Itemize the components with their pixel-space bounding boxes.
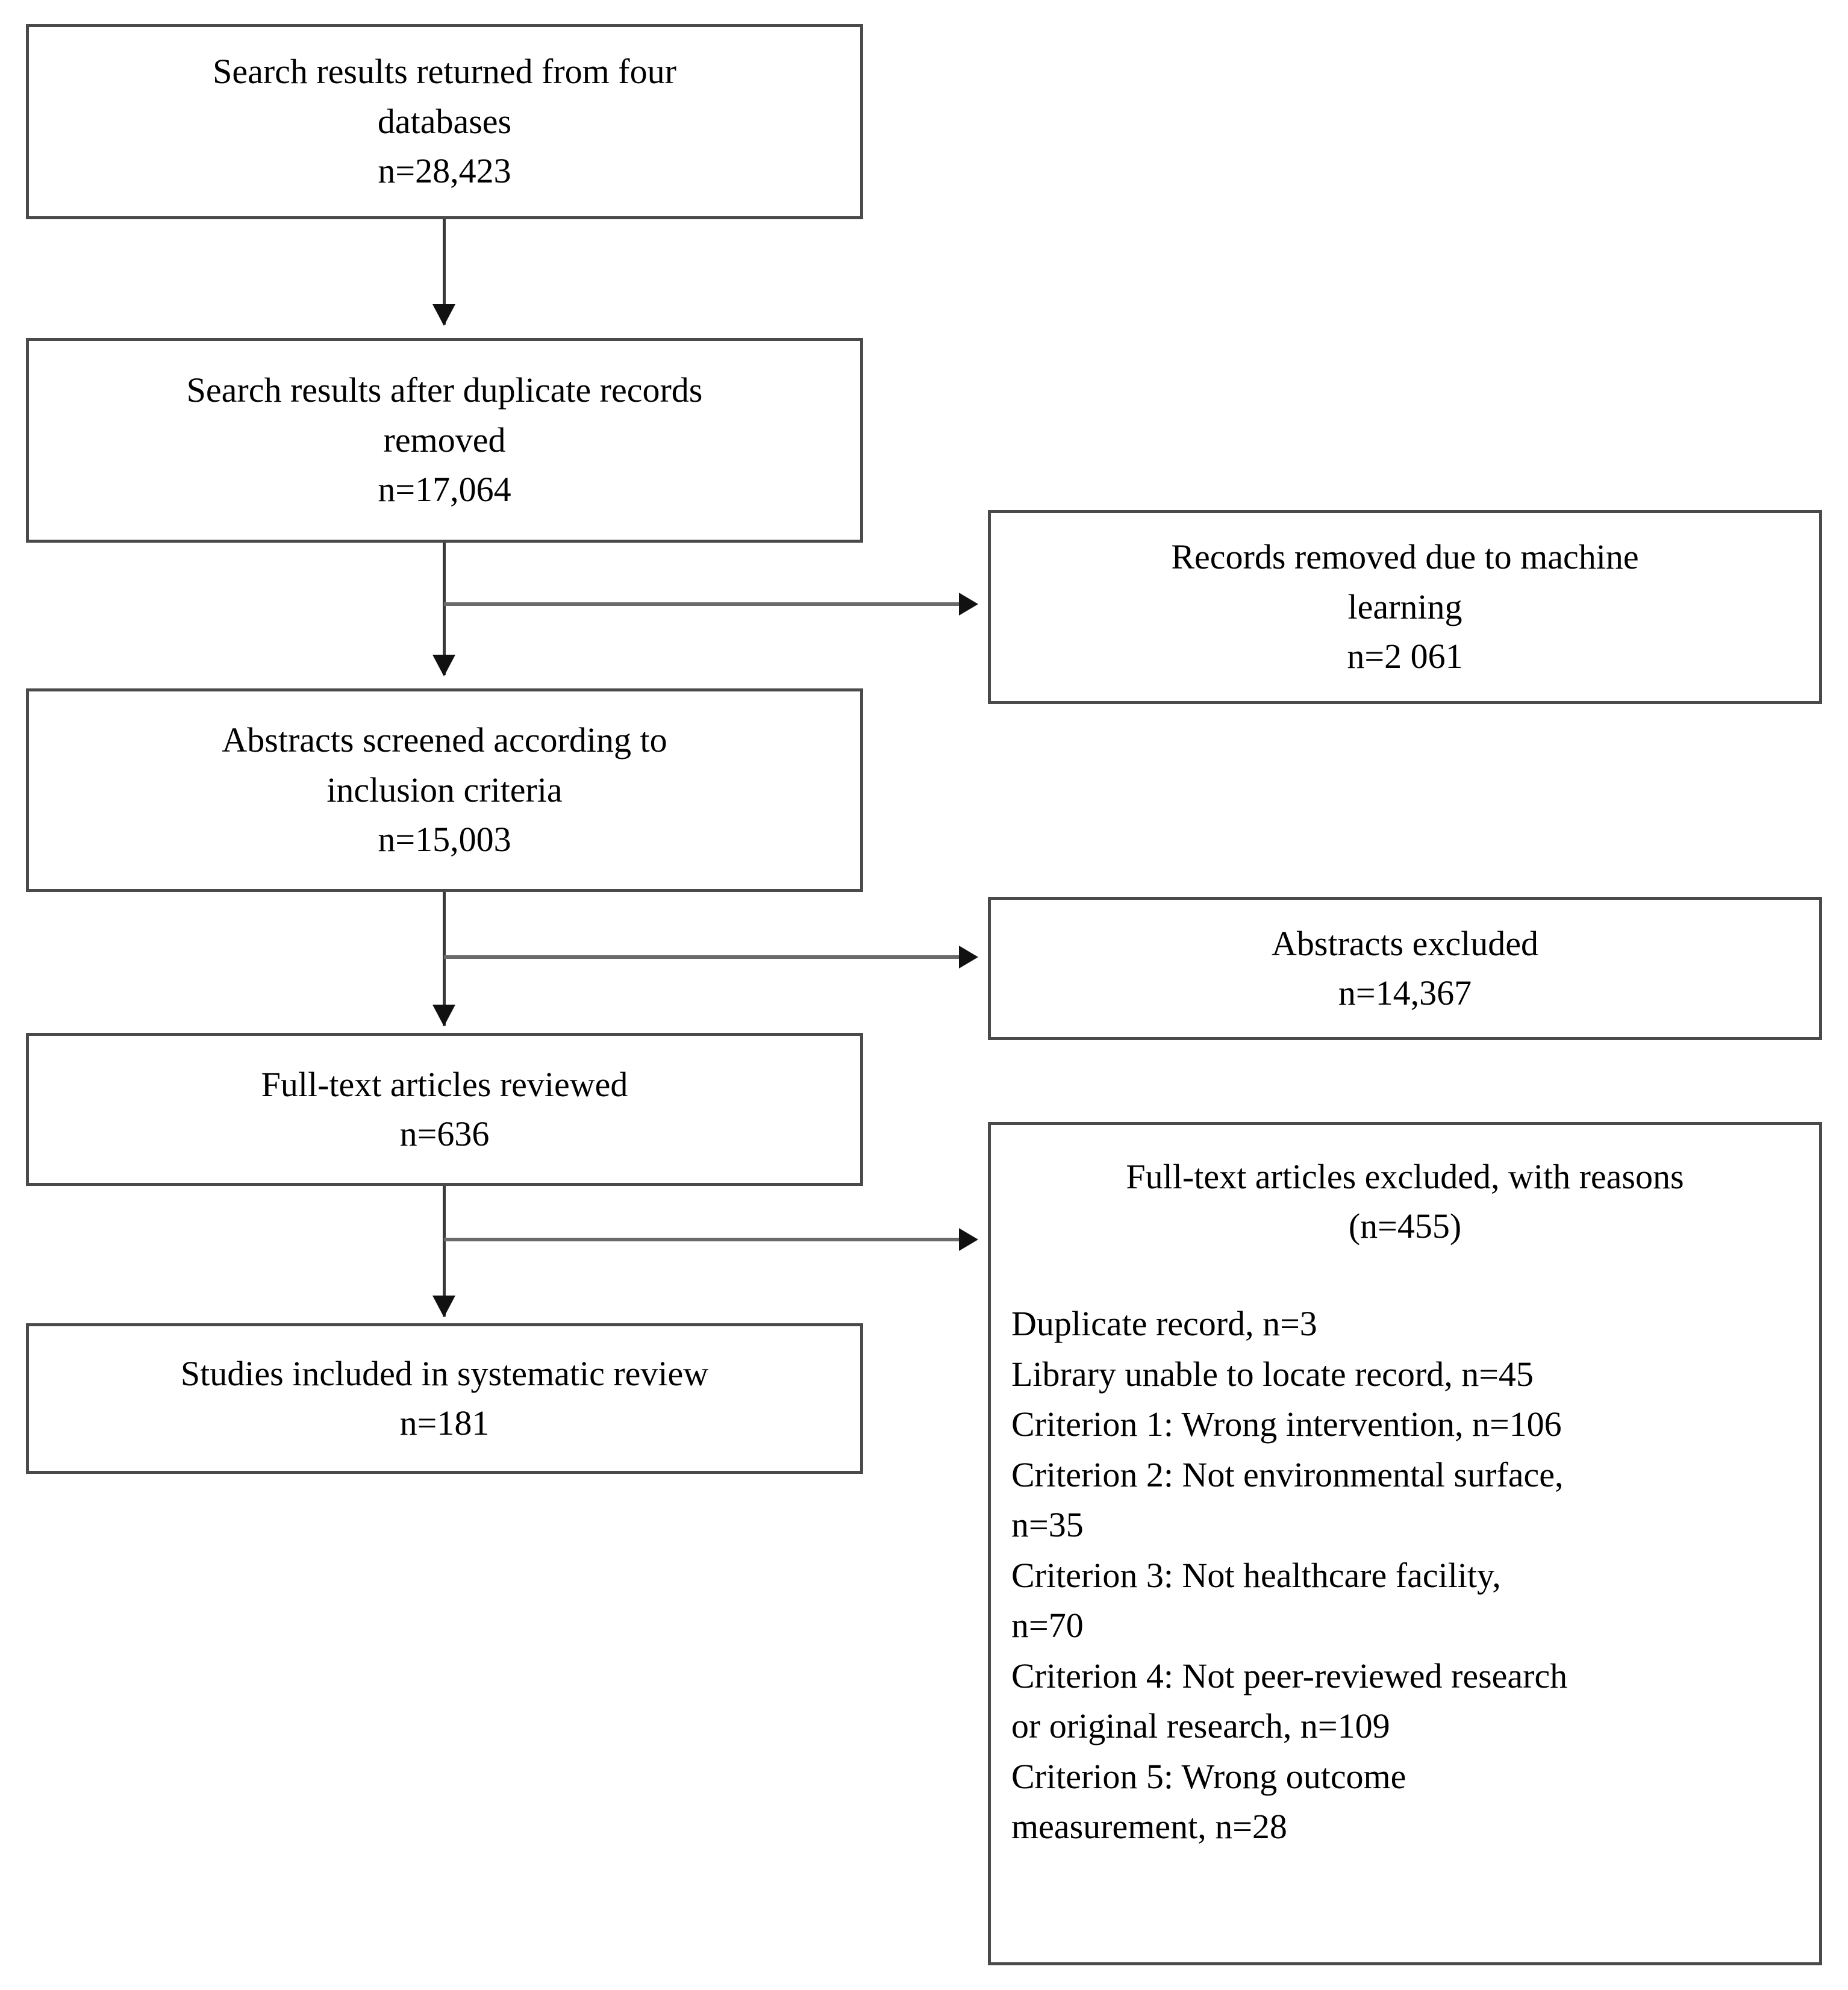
search-results-line-1: Search results returned from four: [213, 52, 676, 92]
reason-item: Criterion 3: Not healthcare facility,: [1011, 1555, 1501, 1595]
fulltext-excluded-header-line-1: Full-text articles excluded, with reason…: [1126, 1157, 1684, 1196]
reason-item: Library unable to locate record, n=45: [1011, 1354, 1534, 1394]
node-abstracts-excluded: Abstracts excluded n=14,367: [988, 897, 1822, 1040]
node-fulltext-excluded: Full-text articles excluded, with reason…: [988, 1122, 1822, 1965]
reason-item: Duplicate record, n=3: [1011, 1304, 1317, 1343]
after-duplicates-line-2: removed: [383, 420, 506, 460]
reason-item: n=35: [1011, 1505, 1084, 1545]
connector-screened-to-abstracts-excluded: [444, 955, 959, 959]
reason-item: Criterion 4: Not peer-reviewed research: [1011, 1656, 1568, 1695]
arrowhead-screened-to-abstracts-excluded: [959, 946, 978, 968]
node-abstracts-screened: Abstracts screened according to inclusio…: [26, 688, 863, 892]
abstracts-screened-line-1: Abstracts screened according to: [222, 720, 667, 760]
after-duplicates-count: n=17,064: [378, 470, 511, 510]
after-duplicates-line-1: Search results after duplicate records: [186, 370, 703, 410]
search-results-count: n=28,423: [378, 151, 511, 191]
node-after-duplicates: Search results after duplicate records r…: [26, 338, 863, 543]
ml-removed-line-2: learning: [1347, 587, 1462, 626]
fulltext-excluded-header-line-2: (n=455): [1348, 1206, 1462, 1246]
arrowhead-screened-to-fulltext: [432, 1005, 455, 1026]
abstracts-excluded-count: n=14,367: [1338, 973, 1472, 1012]
fulltext-reviewed-count: n=636: [399, 1114, 490, 1153]
reason-item: measurement, n=28: [1011, 1807, 1287, 1847]
ml-removed-count: n=2 061: [1347, 637, 1463, 676]
reason-item: Criterion 5: Wrong outcome: [1011, 1756, 1406, 1796]
studies-included-label: Studies included in systematic review: [180, 1353, 709, 1393]
connector-dedup-to-ml-removed: [444, 602, 959, 606]
reason-item: or original research, n=109: [1011, 1706, 1390, 1746]
search-results-line-2: databases: [377, 101, 512, 141]
connector-fulltext-to-excluded: [444, 1238, 959, 1241]
ml-removed-line-1: Records removed due to machine: [1171, 537, 1639, 577]
connector-dedup-to-screened: [443, 543, 446, 675]
arrowhead-dedup-to-ml-removed: [959, 593, 978, 616]
connector-search-to-dedup: [443, 219, 446, 325]
studies-included-count: n=181: [399, 1403, 490, 1443]
arrowhead-search-to-dedup: [432, 304, 455, 326]
connector-fulltext-to-included: [443, 1186, 446, 1317]
abstracts-screened-count: n=15,003: [378, 820, 511, 859]
fulltext-excluded-reason-list: Duplicate record, n=3 Library unable to …: [1011, 1299, 1807, 1852]
node-fulltext-reviewed: Full-text articles reviewed n=636: [26, 1033, 863, 1186]
reason-item: n=70: [1011, 1606, 1084, 1645]
connector-screened-to-fulltext: [443, 892, 446, 1026]
abstracts-screened-line-2: inclusion criteria: [326, 770, 563, 809]
fulltext-reviewed-label: Full-text articles reviewed: [261, 1064, 628, 1104]
node-studies-included: Studies included in systematic review n=…: [26, 1323, 863, 1474]
node-machine-learning-removed: Records removed due to machine learning …: [988, 510, 1822, 704]
reason-item: Criterion 2: Not environmental surface,: [1011, 1455, 1564, 1494]
reason-item: Criterion 1: Wrong intervention, n=106: [1011, 1405, 1562, 1444]
arrowhead-fulltext-to-excluded: [959, 1228, 978, 1251]
arrowhead-dedup-to-screened: [432, 655, 455, 676]
node-search-results: Search results returned from four databa…: [26, 24, 863, 219]
arrowhead-fulltext-to-included: [432, 1296, 455, 1317]
abstracts-excluded-label: Abstracts excluded: [1272, 923, 1538, 963]
fulltext-excluded-header: Full-text articles excluded, with reason…: [1011, 1152, 1799, 1252]
